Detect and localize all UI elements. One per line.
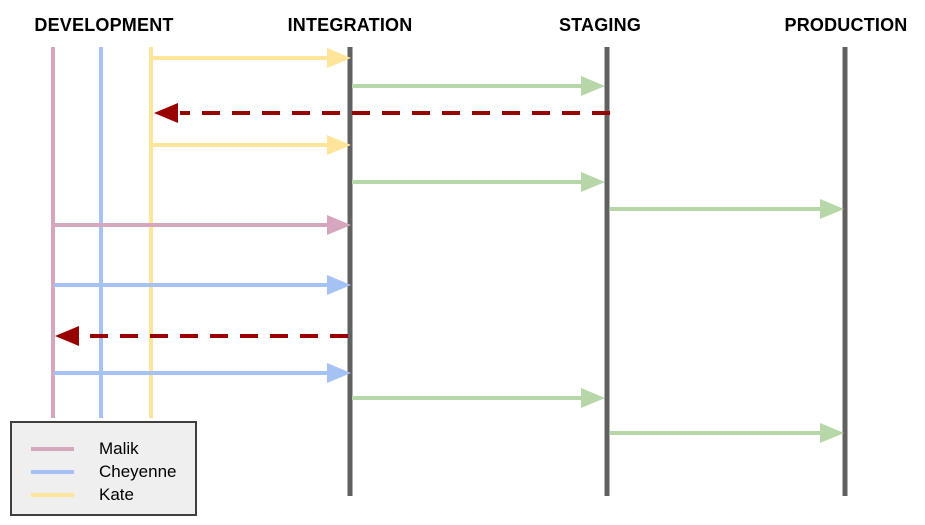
arrowhead-cheyenne-development-to-integration <box>327 275 351 295</box>
legend-swatch-cheyenne <box>31 469 74 474</box>
legend-swatch-malik <box>31 446 74 451</box>
legend-item-cheyenne: Cheyenne <box>31 460 195 483</box>
arrowhead-cheyenne-development-to-integration <box>327 363 351 383</box>
arrowhead-kate-development-to-integration <box>327 135 351 155</box>
arrowhead-integration-to-staging <box>581 76 605 96</box>
arrowhead-rollback-staging-to-kate <box>154 103 178 123</box>
arrowhead-integration-to-staging <box>581 388 605 408</box>
legend-swatch-kate <box>31 492 74 497</box>
arrowhead-kate-development-to-integration <box>327 48 351 68</box>
lane-header-production: PRODUCTION <box>784 15 908 35</box>
legend-label-malik: Malik <box>99 439 139 458</box>
legend-item-malik: Malik <box>31 437 195 460</box>
arrowhead-staging-to-production <box>820 199 844 219</box>
lane-header-staging: STAGING <box>558 15 642 35</box>
legend: Malik Cheyenne Kate <box>10 421 197 516</box>
lane-header-development: DEVELOPMENT <box>34 15 174 35</box>
arrowhead-integration-to-staging <box>581 172 605 192</box>
arrowhead-staging-to-production <box>820 423 844 443</box>
arrowhead-rollback-integration-to-malik <box>55 326 79 346</box>
arrowhead-malik-development-to-integration <box>327 215 351 235</box>
lane-header-integration: INTEGRATION <box>287 15 413 35</box>
legend-label-cheyenne: Cheyenne <box>99 462 177 481</box>
legend-label-kate: Kate <box>99 485 134 504</box>
legend-item-kate: Kate <box>31 483 195 506</box>
